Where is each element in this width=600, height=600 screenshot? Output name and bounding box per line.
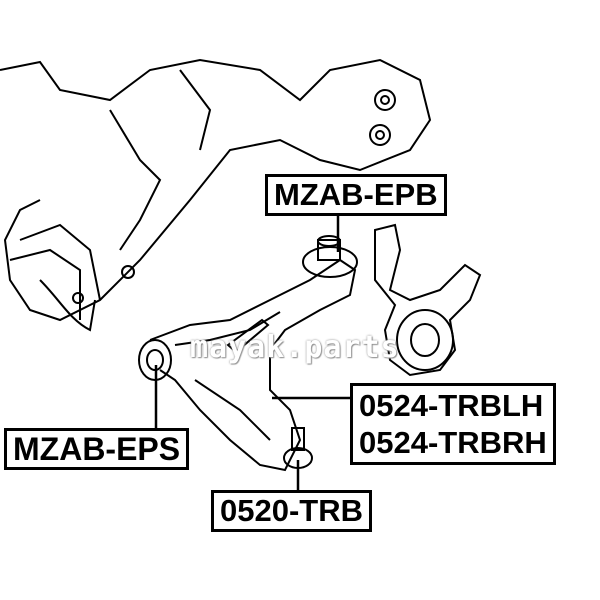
label-mzab-eps: MZAB-EPS bbox=[4, 428, 190, 470]
label-0520-trb: 0520-TRB bbox=[211, 490, 372, 532]
lower-control-arm bbox=[138, 235, 358, 472]
label-mzab-epb: MZAB-EPB bbox=[265, 174, 447, 216]
steering-knuckle bbox=[374, 223, 482, 377]
label-0524-trbrh: 0524-TRBRH bbox=[359, 425, 547, 460]
label-0524-trblh: 0524-TRBLH bbox=[359, 388, 544, 423]
subframe bbox=[0, 58, 432, 332]
label-0524-trb: 0524-TRBLH 0524-TRBRH bbox=[350, 383, 556, 465]
watermark: mayak.parts bbox=[190, 330, 400, 365]
leader-lines bbox=[154, 212, 352, 492]
